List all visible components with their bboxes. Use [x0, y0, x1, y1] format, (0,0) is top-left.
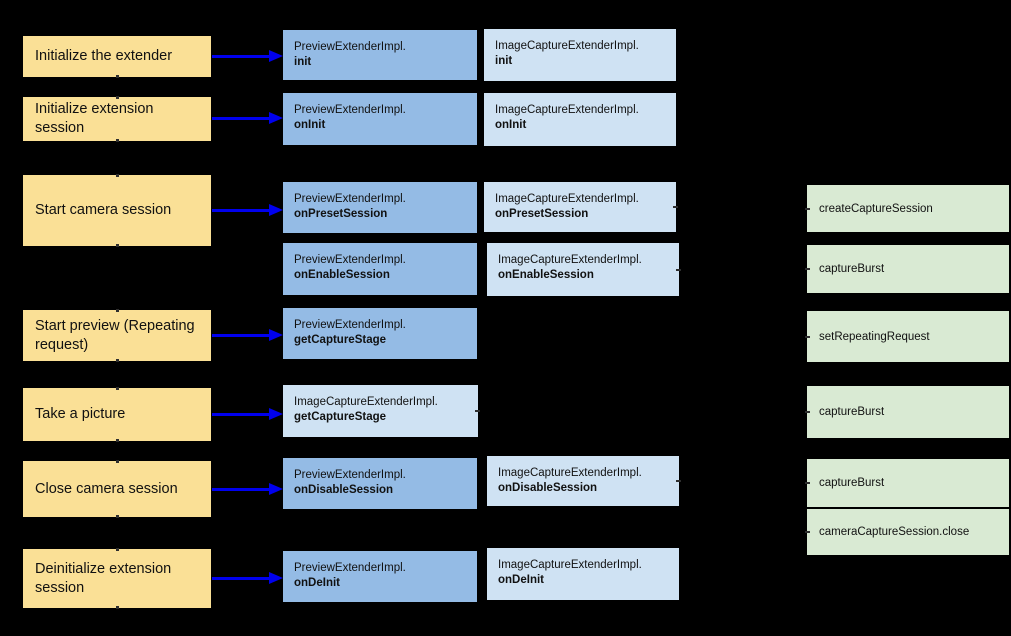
capture-box-getcapturestage: ImageCaptureExtenderImpl. getCaptureStag… — [283, 385, 480, 437]
method-name: onDeInit — [294, 577, 340, 589]
class-name: PreviewExtenderImpl. — [294, 254, 406, 266]
step-box-close-camera-session: Close camera session — [23, 460, 211, 518]
method-name: onPresetSession — [294, 208, 388, 220]
preview-box-getcapturestage: PreviewExtenderImpl. getCaptureStage — [283, 308, 477, 359]
preview-box-init: PreviewExtenderImpl. init — [283, 30, 477, 80]
step-box-initialize-extender: Initialize the extender — [23, 36, 211, 78]
class-name: ImageCaptureExtenderImpl. — [498, 559, 642, 571]
capture-box-oninit: ImageCaptureExtenderImpl. onInit — [484, 93, 676, 146]
preview-box-ondisablesession: PreviewExtenderImpl. onDisableSession — [283, 458, 477, 509]
flow-arrow — [212, 204, 283, 216]
class-name: PreviewExtenderImpl. — [294, 562, 406, 574]
camera-box-captureburst: captureBurst — [805, 245, 1009, 293]
camera-box-cameracapturesession-close: cameraCaptureSession.close — [805, 509, 1009, 555]
method-name: onInit — [294, 119, 326, 131]
preview-box-ondeinit: PreviewExtenderImpl. onDeInit — [283, 551, 477, 602]
camera-box-captureburst: captureBurst — [805, 386, 1009, 438]
method-name: onInit — [495, 119, 527, 131]
method-name: onPresetSession — [495, 208, 589, 220]
flow-arrow — [212, 408, 283, 420]
step-box-start-camera-session: Start camera session — [23, 174, 211, 247]
method-name: onEnableSession — [294, 269, 390, 281]
class-name: ImageCaptureExtenderImpl. — [495, 104, 639, 116]
flow-arrow — [212, 329, 283, 341]
camera-box-captureburst: captureBurst — [805, 459, 1009, 507]
capture-box-onenablesession: ImageCaptureExtenderImpl. onEnableSessio… — [487, 243, 681, 296]
capture-box-ondeinit: ImageCaptureExtenderImpl. onDeInit — [487, 548, 679, 600]
method-name: onDisableSession — [294, 484, 394, 496]
flow-arrow — [212, 50, 283, 62]
method-name: onEnableSession — [498, 269, 594, 281]
class-name: PreviewExtenderImpl. — [294, 193, 406, 205]
class-name: ImageCaptureExtenderImpl. — [498, 467, 642, 479]
method-name: onDeInit — [498, 574, 544, 586]
method-name: init — [495, 55, 513, 67]
method-name: getCaptureStage — [294, 411, 387, 423]
class-name: ImageCaptureExtenderImpl. — [294, 396, 438, 408]
class-name: PreviewExtenderImpl. — [294, 41, 406, 53]
step-box-start-preview: Start preview (Repeating request) — [23, 309, 211, 362]
step-box-take-a-picture: Take a picture — [23, 387, 211, 442]
step-box-initialize-extension-session: Initialize extension session — [23, 96, 211, 142]
capture-box-ondisablesession: ImageCaptureExtenderImpl. onDisableSessi… — [487, 456, 681, 506]
method-name: onDisableSession — [498, 482, 598, 494]
method-name: getCaptureStage — [294, 334, 387, 346]
capture-box-onpresetsession: ImageCaptureExtenderImpl. onPresetSessio… — [484, 182, 678, 232]
preview-box-oninit: PreviewExtenderImpl. onInit — [283, 93, 477, 145]
class-name: ImageCaptureExtenderImpl. — [498, 254, 642, 266]
flow-arrow — [212, 483, 283, 495]
preview-box-onpresetsession: PreviewExtenderImpl. onPresetSession — [283, 182, 477, 233]
preview-box-onenablesession: PreviewExtenderImpl. onEnableSession — [283, 243, 477, 295]
flow-arrow — [212, 572, 283, 584]
capture-box-init: ImageCaptureExtenderImpl. init — [484, 29, 676, 81]
method-name: init — [294, 56, 312, 68]
class-name: PreviewExtenderImpl. — [294, 104, 406, 116]
camera-box-setrepeatingrequest: setRepeatingRequest — [805, 311, 1009, 362]
step-box-deinitialize-extension-session: Deinitialize extension session — [23, 548, 211, 609]
flow-arrow — [212, 112, 283, 124]
class-name: PreviewExtenderImpl. — [294, 319, 406, 331]
camera-box-createcapturesession: createCaptureSession — [805, 185, 1009, 232]
class-name: ImageCaptureExtenderImpl. — [495, 40, 639, 52]
class-name: ImageCaptureExtenderImpl. — [495, 193, 639, 205]
class-name: PreviewExtenderImpl. — [294, 469, 406, 481]
